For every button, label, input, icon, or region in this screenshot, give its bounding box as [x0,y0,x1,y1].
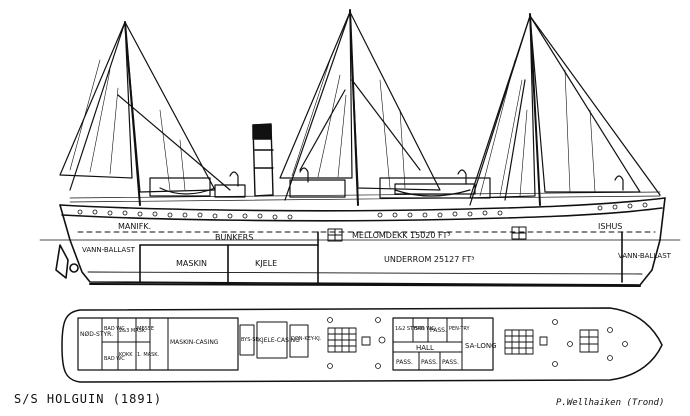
hold-hatches [327,226,527,242]
plan-label-salong: SA-LONG [465,342,497,350]
label-manifk: MANIFK. [118,222,151,231]
plan-label-kokk-1: KOKK [119,352,133,358]
plan-label-bad-wc-3: BAD WC [414,326,435,332]
plan-label-t-masker: 1. MASK. [137,352,160,358]
label-underrom: UNDERROM 25127 FT³ [384,255,474,264]
label-maskin: MASKIN [176,259,207,268]
plan-label-pass-2: PASS. [396,359,413,366]
plan-label-messe: MESSE [137,326,154,332]
label-mellomdekk: MELLOMDEKK 15020 FT³ [352,231,451,240]
portholes [77,202,648,220]
rigging-and-sails [59,9,661,206]
plan-label-bad-wc-1: BAD WC [104,326,125,332]
label-ishus: ISHUS [598,222,622,231]
plan-label-pass-4: PASS. [442,359,459,366]
drawing-caption: S/S HOLGUIN (1891) [14,392,163,406]
plan-label-bad-wc-2: BAD WC [104,356,125,362]
plan-label-pass-1: PASS. [430,327,447,334]
label-vannballast-fwd: VANN-BALLAST [82,246,136,254]
deck-plan [61,307,663,383]
label-kjele: KJELE [255,259,277,268]
deck-hatches [327,327,599,355]
plan-label-hall: HALL [416,344,434,352]
plan-label-nodstyr: NØD-STYR. [80,331,113,338]
deck-fittings [327,317,628,369]
plan-label-bysse: BYS-SE [241,337,259,343]
plan-label-maskin-casing: MASKIN-CASING [170,339,219,346]
plan-label-styrm-1-2: 1&2 STYRM. [395,326,426,332]
plan-label-maskin-2-3: 2&3 MASK. [119,328,147,334]
plan-label-donkey: DON-KEY-KJ. [291,336,322,342]
hull-profile [39,191,681,287]
artist-signature: P.Wellhaiken (Trond) [556,398,665,408]
plan-label-pass-3: PASS. [421,359,438,366]
funnel [252,123,274,197]
label-bunkers: BUNKERS [215,233,253,242]
plan-label-pentry: PEN-TRY [449,326,470,332]
plan-label-kjele-casing: KJELE-CASING [258,337,300,344]
label-vannballast-aft: VANN-BALLAST [618,252,672,260]
